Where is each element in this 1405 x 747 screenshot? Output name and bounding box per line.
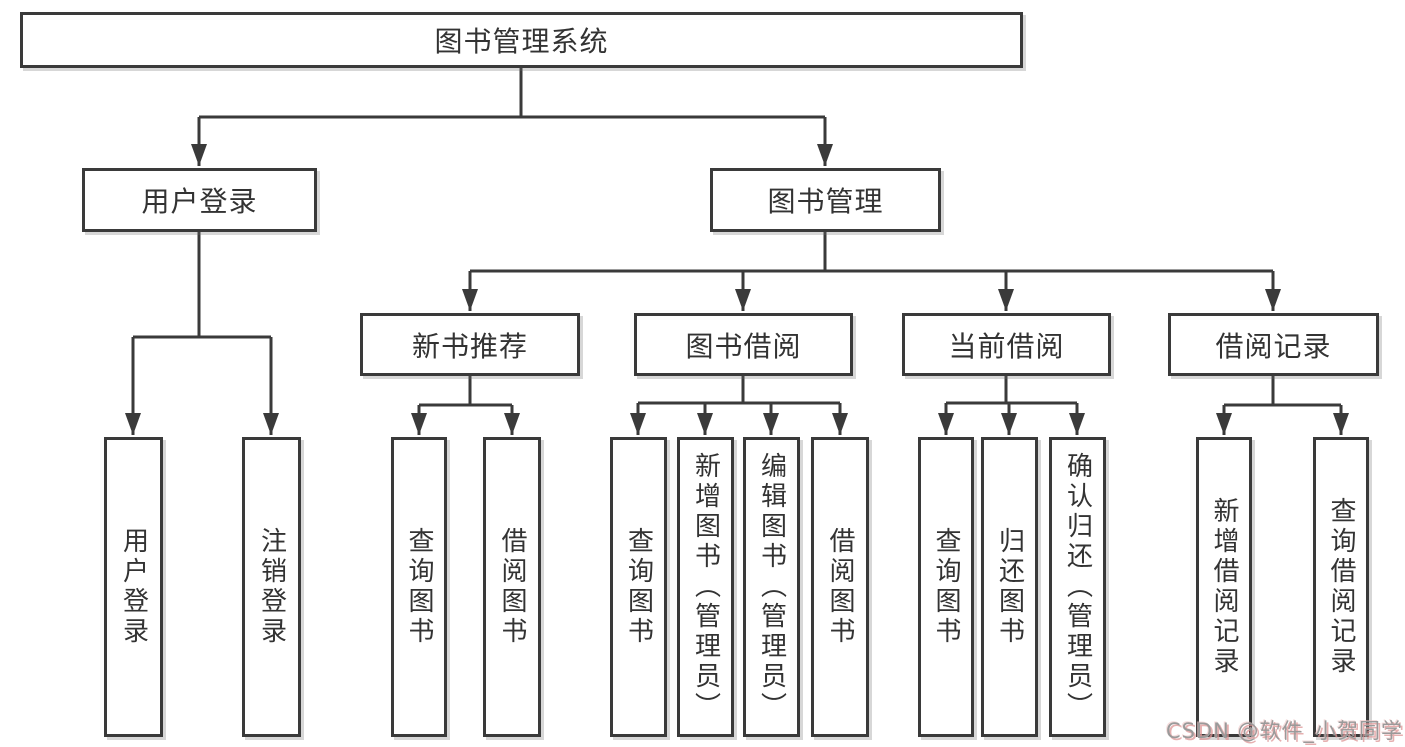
node-book-management-label: 图书管理 xyxy=(767,185,884,218)
node-book-management: 图书管理 xyxy=(710,168,941,232)
connector-root-to-level2 xyxy=(191,68,833,166)
leaf-return-books: 归还图书 xyxy=(981,437,1038,737)
connector-book-borrow-leaves xyxy=(630,376,848,435)
leaf-logout-label: 注销登录 xyxy=(256,527,287,647)
leaf-return-books-label: 归还图书 xyxy=(994,527,1025,647)
leaf-query-borrow-record-label: 查询借阅记录 xyxy=(1326,497,1356,677)
leaf-user-login: 用户登录 xyxy=(104,437,163,737)
node-user-login: 用户登录 xyxy=(82,168,317,232)
leaf-borrow-books-2: 借阅图书 xyxy=(811,437,869,737)
node-book-borrow: 图书借阅 xyxy=(634,313,853,376)
node-borrow-record-label: 借阅记录 xyxy=(1215,329,1332,363)
node-root-system: 图书管理系统 xyxy=(20,12,1023,68)
node-book-borrow-label: 图书借阅 xyxy=(685,329,802,363)
connector-borrow-record-leaves xyxy=(1216,376,1349,435)
connector-new-book-leaves xyxy=(411,376,520,435)
csdn-watermark: CSDN @软件_小贺同学 xyxy=(1165,719,1403,743)
node-new-book-recommend: 新书推荐 xyxy=(360,313,580,376)
leaf-borrow-books-2-label: 借阅图书 xyxy=(825,527,855,647)
connector-book-management-to-level3 xyxy=(462,232,1281,311)
connector-user-login-leaves xyxy=(125,232,279,435)
leaf-add-borrow-record-label: 新增借阅记录 xyxy=(1209,497,1239,677)
leaf-edit-books-admin-label: 编辑图书（管理员） xyxy=(756,452,787,722)
leaf-query-books-2: 查询图书 xyxy=(610,437,667,737)
leaf-query-books-1-label: 查询图书 xyxy=(404,527,434,647)
leaf-borrow-books-1-label: 借阅图书 xyxy=(497,527,527,647)
leaf-confirm-return-admin: 确认归还（管理员） xyxy=(1049,437,1106,737)
node-new-book-recommend-label: 新书推荐 xyxy=(411,329,528,363)
leaf-add-borrow-record: 新增借阅记录 xyxy=(1196,437,1252,737)
leaf-confirm-return-admin-label: 确认归还（管理员） xyxy=(1062,452,1093,722)
leaf-query-borrow-record: 查询借阅记录 xyxy=(1313,437,1369,737)
leaf-query-books-2-label: 查询图书 xyxy=(623,527,654,647)
node-borrow-record: 借阅记录 xyxy=(1168,313,1379,376)
node-root-label: 图书管理系统 xyxy=(434,25,609,58)
leaf-query-books-1: 查询图书 xyxy=(391,437,447,737)
leaf-query-books-3: 查询图书 xyxy=(918,437,974,737)
node-current-borrow-label: 当前借阅 xyxy=(948,329,1065,363)
leaf-add-books-admin-label: 新增图书（管理员） xyxy=(690,452,721,722)
node-current-borrow: 当前借阅 xyxy=(902,313,1111,376)
leaf-logout: 注销登录 xyxy=(242,437,301,737)
leaf-query-books-3-label: 查询图书 xyxy=(931,527,961,647)
leaf-edit-books-admin: 编辑图书（管理员） xyxy=(743,437,800,737)
connector-current-borrow-leaves xyxy=(938,376,1085,435)
leaf-user-login-label: 用户登录 xyxy=(118,527,149,647)
node-user-login-label: 用户登录 xyxy=(141,185,258,218)
leaf-add-books-admin: 新增图书（管理员） xyxy=(677,437,734,737)
leaf-borrow-books-1: 借阅图书 xyxy=(483,437,541,737)
